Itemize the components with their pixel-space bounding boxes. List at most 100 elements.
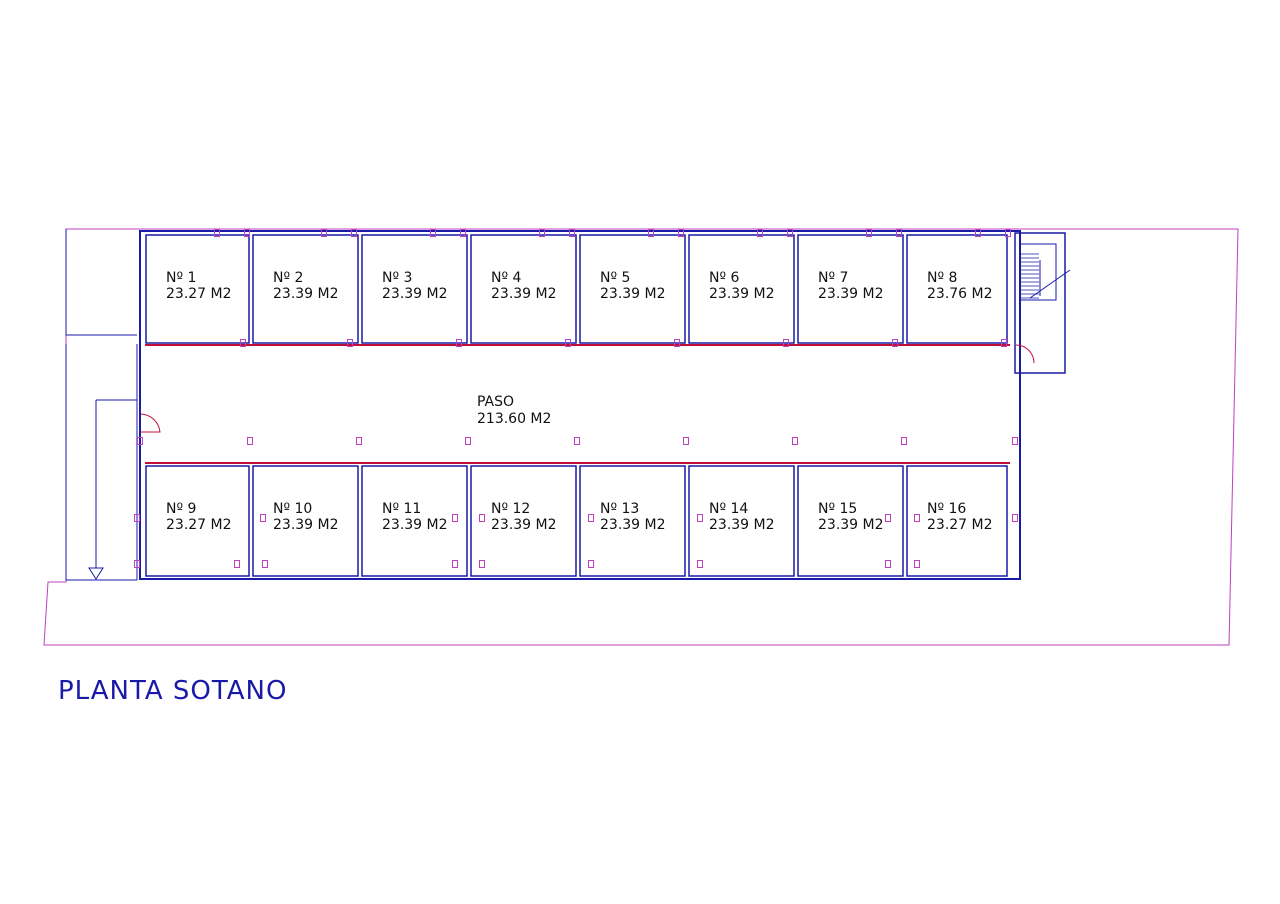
column-marker [792, 437, 798, 445]
room-area: 23.27 M2 [166, 517, 232, 533]
room-name: Nº 2 [273, 270, 303, 286]
room-area: 23.39 M2 [818, 517, 884, 533]
column-marker [260, 514, 266, 522]
room-name: Nº 10 [273, 501, 312, 517]
column-marker [892, 339, 898, 347]
column-marker [134, 560, 140, 568]
bottom-room-7 [797, 465, 904, 577]
door-swing-icon [139, 413, 161, 433]
bottom-room-1 [145, 465, 250, 577]
top-room-2 [252, 234, 359, 344]
bottom-room-2 [252, 465, 359, 577]
column-marker [456, 339, 462, 347]
column-marker [479, 560, 485, 568]
column-marker [214, 229, 220, 237]
room-name: Nº 3 [382, 270, 412, 286]
room-area: 23.27 M2 [166, 286, 232, 302]
column-marker [1005, 229, 1011, 237]
column-marker [539, 229, 545, 237]
room-area: 23.27 M2 [927, 517, 993, 533]
room-name: Nº 14 [709, 501, 748, 517]
column-marker [783, 339, 789, 347]
column-marker [901, 437, 907, 445]
room-area: 23.39 M2 [709, 286, 775, 302]
bottom-room-6 [688, 465, 795, 577]
column-marker [588, 514, 594, 522]
column-marker [460, 229, 466, 237]
column-marker [134, 514, 140, 522]
stair-block [1014, 232, 1071, 374]
column-marker [452, 514, 458, 522]
column-marker [1001, 339, 1007, 347]
site-outline-left [65, 229, 137, 336]
column-marker [648, 229, 654, 237]
room-name: Nº 7 [818, 270, 848, 286]
bottom-room-4 [470, 465, 577, 577]
column-marker [565, 339, 571, 347]
column-marker [914, 560, 920, 568]
room-area: 23.39 M2 [491, 517, 557, 533]
room-name: Nº 13 [600, 501, 639, 517]
room-name: Nº 16 [927, 501, 966, 517]
column-marker [787, 229, 793, 237]
column-marker [574, 437, 580, 445]
room-name: Nº 4 [491, 270, 522, 286]
room-area: 23.39 M2 [382, 286, 448, 302]
top-room-7 [797, 234, 904, 344]
top-room-6 [688, 234, 795, 344]
room-area: 23.39 M2 [382, 517, 448, 533]
column-marker [697, 560, 703, 568]
column-marker [240, 339, 246, 347]
room-area: 23.39 M2 [600, 517, 666, 533]
corridor-name: PASO [477, 394, 514, 410]
plan-title: PLANTA SOTANO [58, 676, 287, 706]
column-marker [430, 229, 436, 237]
room-name: Nº 12 [491, 501, 530, 517]
column-marker [452, 560, 458, 568]
column-marker [678, 229, 684, 237]
bottom-room-5 [579, 465, 686, 577]
column-marker [234, 560, 240, 568]
room-name: Nº 11 [382, 501, 421, 517]
corridor-area: 213.60 M2 [477, 411, 551, 427]
column-marker [697, 514, 703, 522]
top-room-1 [145, 234, 250, 344]
column-marker [351, 229, 357, 237]
column-marker [321, 229, 327, 237]
top-room-3 [361, 234, 468, 344]
room-name: Nº 15 [818, 501, 857, 517]
column-marker [975, 229, 981, 237]
column-marker [569, 229, 575, 237]
ramp-arrow-icon [88, 567, 104, 580]
room-area: 23.39 M2 [818, 286, 884, 302]
columns-layer [134, 229, 1018, 568]
column-marker [683, 437, 689, 445]
column-marker [479, 514, 485, 522]
column-marker [757, 229, 763, 237]
column-marker [244, 229, 250, 237]
room-name: Nº 1 [166, 270, 196, 286]
top-room-5 [579, 234, 686, 344]
building-outline [139, 230, 1021, 580]
column-marker [347, 339, 353, 347]
room-area: 23.39 M2 [273, 517, 339, 533]
room-area: 23.39 M2 [273, 286, 339, 302]
column-marker [1012, 437, 1018, 445]
stair-arrow-icon [1029, 269, 1071, 299]
column-marker [137, 437, 143, 445]
bottom-room-8 [906, 465, 1008, 577]
room-area: 23.76 M2 [927, 286, 993, 302]
column-marker [356, 437, 362, 445]
room-name: Nº 9 [166, 501, 196, 517]
ramp [65, 344, 161, 581]
bottom-room-3 [361, 465, 468, 577]
column-marker [885, 560, 891, 568]
column-marker [885, 514, 891, 522]
column-marker [896, 229, 902, 237]
column-marker [674, 339, 680, 347]
column-marker [465, 437, 471, 445]
top-room-4 [470, 234, 577, 344]
column-marker [1012, 514, 1018, 522]
